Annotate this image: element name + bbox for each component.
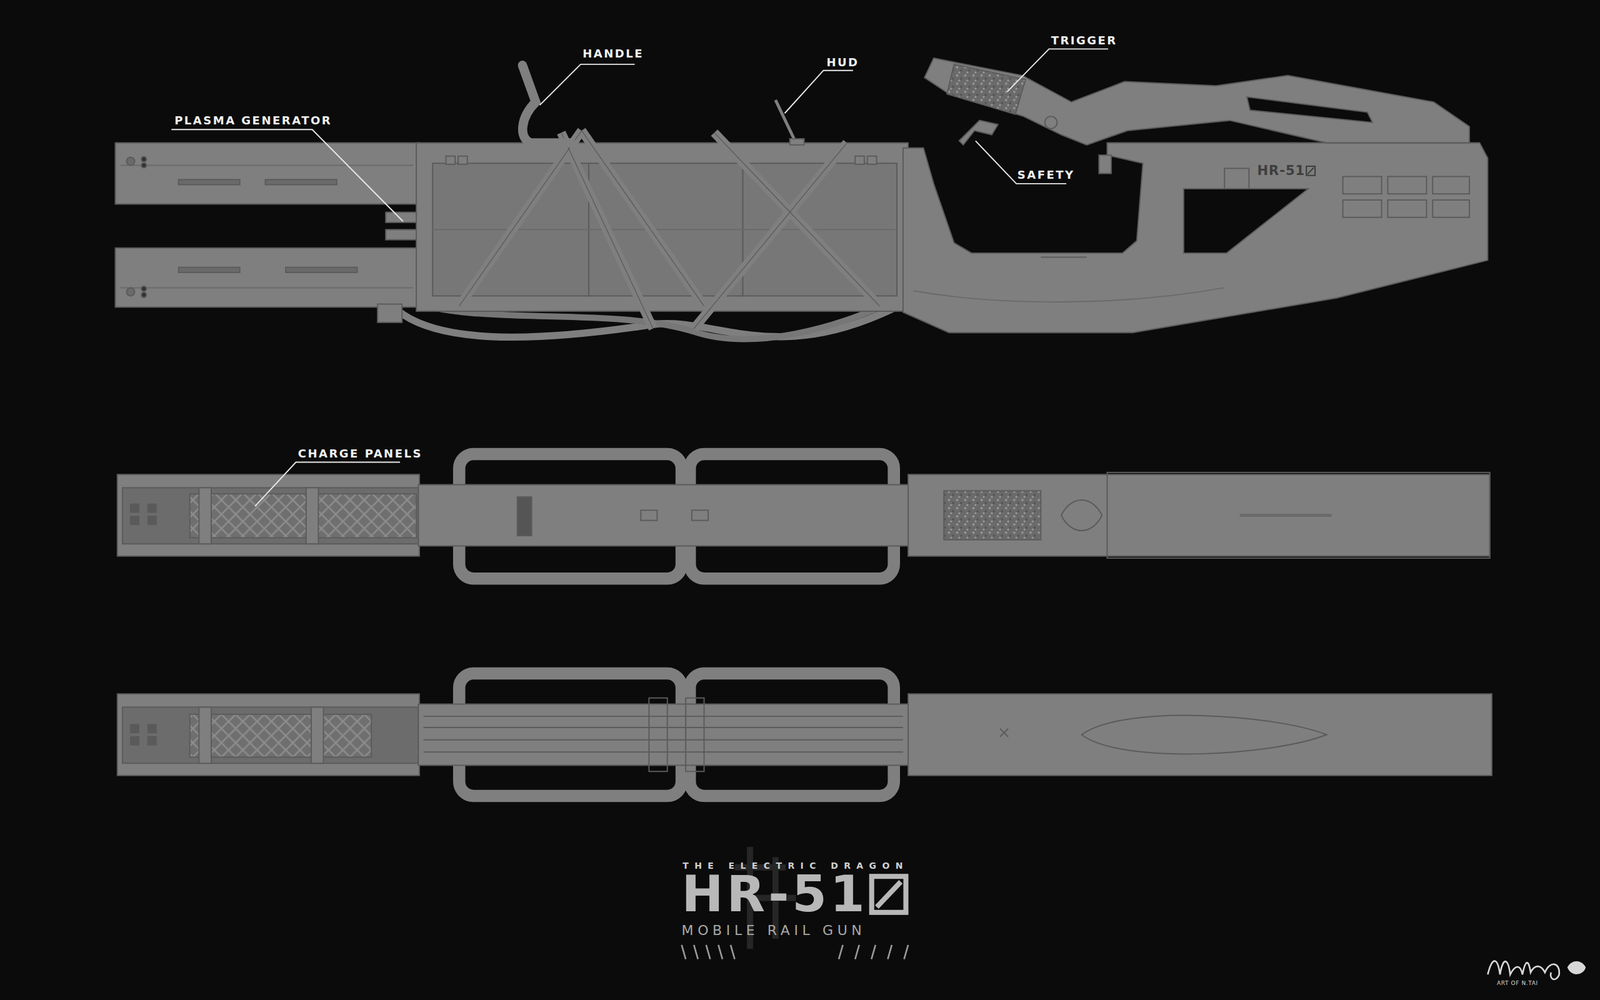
logo-tagline: THE ELECTRIC DRAGON xyxy=(682,861,909,870)
glyph-box xyxy=(1306,166,1315,176)
part-label: PLASMA GENERATOR xyxy=(174,115,332,127)
side-view xyxy=(115,58,1488,339)
part-label: HUD xyxy=(826,56,859,69)
slashed-box-glyph xyxy=(1306,166,1315,176)
logo-decoration xyxy=(681,945,909,960)
glyph-slash xyxy=(1307,167,1314,174)
logo-subtitle: MOBILE RAIL GUN xyxy=(681,923,867,938)
signature-skull xyxy=(1567,961,1586,975)
glyph-slash xyxy=(876,881,901,907)
top-view xyxy=(117,454,1490,579)
glyph-box xyxy=(871,876,907,913)
leader-lines xyxy=(171,48,1109,506)
slashed-box-glyph xyxy=(871,876,907,913)
part-label: CHARGE PANELS xyxy=(298,448,423,460)
part-label: TRIGGER xyxy=(1051,35,1118,47)
logo-title: HR-51 xyxy=(681,869,869,920)
gun-marking: HR-51 xyxy=(1256,164,1305,178)
bottom-view xyxy=(117,673,1492,797)
signature-scribble xyxy=(1487,961,1559,980)
part-label: HANDLE xyxy=(582,48,644,60)
part-label: SAFETY xyxy=(1017,169,1075,181)
signature-text: ART OF N.TAI xyxy=(1496,980,1539,987)
